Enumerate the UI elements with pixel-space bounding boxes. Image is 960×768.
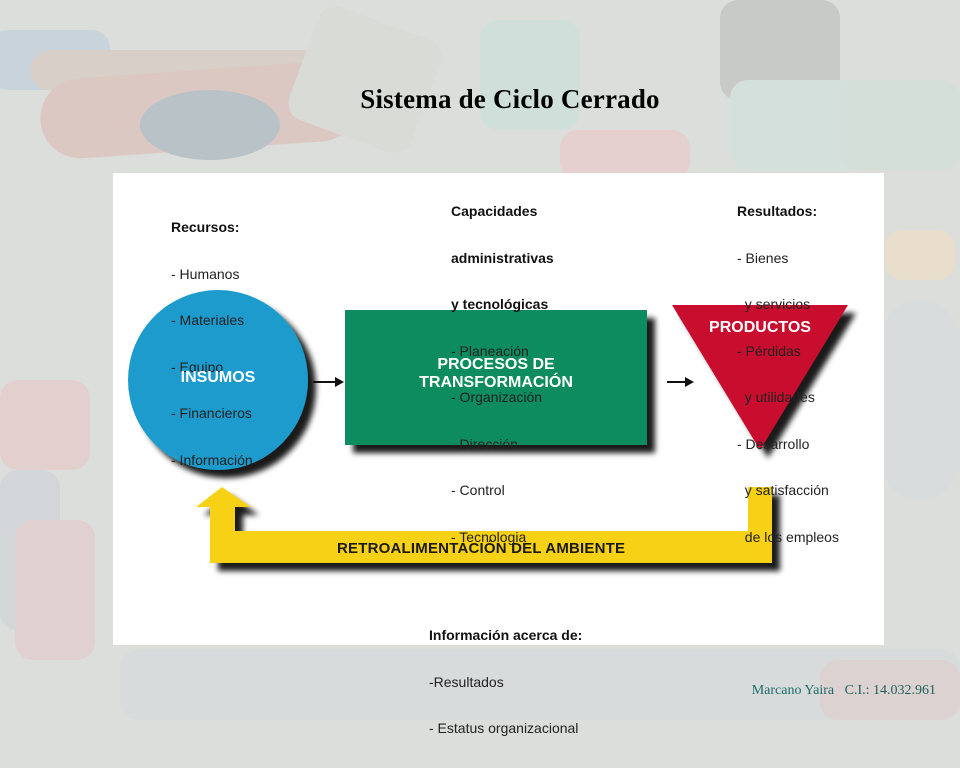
insumos-label: INSUMOS (180, 369, 256, 386)
feedback-heading: Información acerca de: (429, 627, 583, 643)
list-item: y utilidades (737, 389, 815, 405)
list-item: - Control (451, 482, 505, 498)
productos-label: PRODUCTOS (709, 319, 811, 336)
feedback-arrow-icon (196, 487, 772, 563)
list-item: - Información (171, 451, 253, 468)
procesos-capabilities-list: Capacidades administrativas y tecnológic… (451, 173, 554, 576)
list-item: - Dirección (451, 435, 518, 452)
list-item: - Pérdidas (737, 342, 801, 359)
insumos-resources-list: Recursos: - Humanos - Materiales - Equip… (171, 189, 253, 499)
diagram-shapes (128, 290, 848, 563)
list-item: -Resultados (429, 673, 504, 690)
list-item: - Equipo (171, 358, 224, 375)
list-item: y satisfacción (737, 482, 829, 498)
author-name: Marcano Yaira (751, 683, 835, 698)
list-item: - Organización (451, 389, 543, 405)
author-id: C.I.: 14.032.961 (844, 683, 936, 698)
productos-heading: Resultados: (737, 203, 818, 219)
procesos-label-line2: TRANSFORMACIÓN (419, 374, 573, 391)
procesos-rectangle (345, 310, 647, 445)
slide-title: Sistema de Ciclo Cerrado (360, 84, 660, 114)
list-item: de los empleos (737, 528, 839, 545)
procesos-heading-line2: administrativas (451, 249, 554, 266)
feedback-info-list: Información acerca de: -Resultados - Est… (429, 597, 582, 768)
productos-results-list: Resultados: - Bienes y servicios - Pérdi… (737, 173, 839, 576)
list-item: - Financieros (171, 405, 252, 421)
procesos-label-line1: PROCESOS DE (437, 356, 555, 373)
procesos-label: PROCESOS DE TRANSFORMACIÓN (345, 356, 647, 392)
list-item: - Humanos (171, 265, 240, 282)
list-item: y servicios (737, 296, 811, 312)
diagram-panel: Recursos: - Humanos - Materiales - Equip… (113, 173, 884, 736)
arrow-procesos-to-productos-icon (667, 377, 694, 387)
list-item: - Estatus organizacional (429, 720, 579, 736)
feedback-label: RETROALIMENTACIÓN DEL AMBIENTE (337, 540, 626, 557)
arrow-insumos-to-procesos-icon (313, 377, 344, 387)
procesos-heading-line1: Capacidades (451, 203, 538, 219)
list-item: - Desarrollo (737, 435, 810, 452)
list-item: - Bienes (737, 249, 789, 266)
list-item: - Planeación (451, 342, 529, 359)
insumos-heading: Recursos: (171, 219, 240, 235)
footer-credit: Marcano Yaira C.I.: 14.032.961 (752, 683, 936, 699)
list-item: - Tecnologia (451, 528, 527, 545)
procesos-heading-line3: y tecnológicas (451, 296, 549, 312)
background-collage (0, 0, 955, 660)
insumos-circle (128, 290, 308, 470)
productos-triangle (672, 305, 848, 450)
list-item: - Materiales (171, 312, 245, 328)
